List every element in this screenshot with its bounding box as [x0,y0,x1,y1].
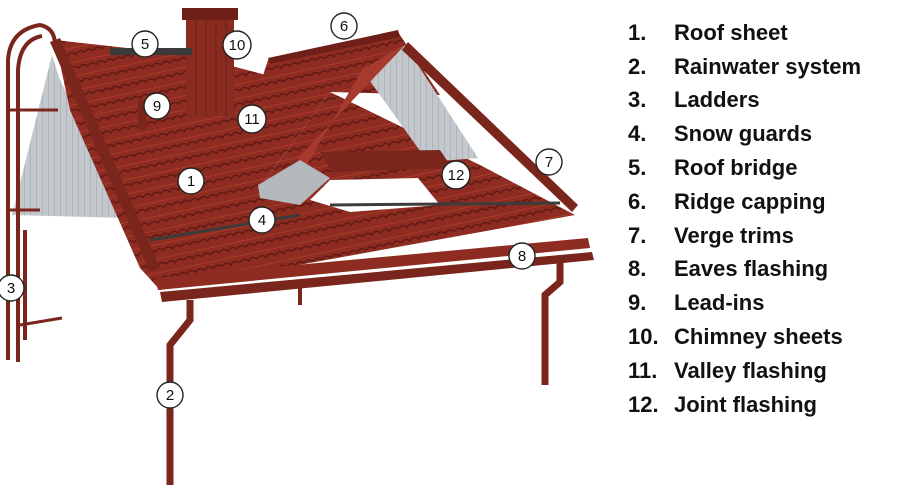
legend-label: Snow guards [674,121,813,147]
legend-item-joint-flashing: 12. Joint flashing [628,388,898,422]
legend-label: Ridge capping [674,188,826,214]
downpipe-right [541,258,564,385]
eaves-flashing [155,238,590,290]
legend-item-ladders: 3. Ladders [628,84,898,118]
svg-text:6: 6 [340,18,348,35]
legend-label: Roof sheet [674,19,788,45]
svg-text:2: 2 [166,387,174,404]
callout-12: 12 [441,160,471,190]
roof-illustration: 1 2 3 4 5 6 7 8 [0,8,594,485]
legend-number: 9. [628,290,647,316]
snow-guard-right [329,201,561,207]
callout-4: 4 [248,206,276,234]
legend-item-lead-ins: 9. Lead-ins [628,286,898,320]
legend-number: 11. [628,357,658,383]
callout-8: 8 [508,242,536,270]
svg-text:12: 12 [448,167,465,184]
legend-item-rainwater-system: 2. Rainwater system [628,50,898,84]
legend-number: 7. [628,222,647,248]
legend-item-roof-bridge: 5. Roof bridge [628,151,898,185]
legend-number: 12. [628,391,659,417]
legend-number: 3. [628,87,647,113]
legend-item-chimney-sheets: 10. Chimney sheets [628,320,898,354]
legend-number: 4. [628,121,647,147]
gutter [160,252,594,302]
legend-label: Chimney sheets [674,324,843,350]
dormer-side-metal [258,160,330,205]
svg-text:11: 11 [244,111,260,128]
joint-flashing-beam [320,150,452,172]
callout-9: 9 [143,92,171,120]
legend-label: Verge trims [674,222,794,248]
dormer-underside [362,45,478,162]
legend-number: 2. [628,53,647,79]
callout-1: 1 [177,167,205,195]
legend-number: 5. [628,155,647,181]
left-verge-trim [50,38,160,272]
legend-item-valley-flashing: 11. Valley flashing [628,354,898,388]
legend-item-snow-guards: 4. Snow guards [628,117,898,151]
svg-text:9: 9 [153,98,161,115]
verge-trim [402,42,578,212]
legend-item-roof-sheet: 1. Roof sheet [628,16,898,50]
callout-7: 7 [535,148,563,176]
legend-label: Valley flashing [674,357,827,383]
legend-number: 6. [628,188,647,214]
svg-text:1: 1 [187,173,195,190]
left-gable-underside [12,55,128,218]
svg-text:3: 3 [7,280,15,297]
legend-number: 8. [628,256,647,282]
chimney-body [186,16,234,116]
legend-label: Eaves flashing [674,256,829,282]
ridge-capping [268,30,400,64]
svg-text:7: 7 [545,154,553,171]
svg-text:5: 5 [141,36,149,53]
legend-item-eaves-flashing: 8. Eaves flashing [628,253,898,287]
callout-3: 3 [0,274,25,302]
svg-text:10: 10 [229,37,246,54]
callout-5: 5 [131,30,159,58]
downpipe-left [166,300,194,485]
chimney-cap [182,8,238,20]
legend-item-verge-trims: 7. Verge trims [628,219,898,253]
legend-label: Rainwater system [674,53,862,79]
callout-2: 2 [156,381,184,409]
legend-number: 10. [628,324,659,350]
dormer-roof-face [298,45,405,168]
legend-label: Roof bridge [674,155,798,181]
legend-label: Joint flashing [674,391,817,417]
parts-legend: 1. Roof sheet 2. Rainwater system 3. Lad… [628,16,898,422]
lead-in [138,100,146,130]
callout-6: 6 [330,12,358,40]
legend-number: 1. [628,19,647,45]
callout-10: 10 [222,30,252,60]
legend-label: Ladders [674,87,760,113]
callout-11: 11 [237,104,267,134]
legend-label: Lead-ins [674,290,765,316]
legend-item-ridge-capping: 6. Ridge capping [628,185,898,219]
svg-text:8: 8 [518,248,526,265]
ladder [6,22,57,360]
svg-text:4: 4 [258,212,266,229]
